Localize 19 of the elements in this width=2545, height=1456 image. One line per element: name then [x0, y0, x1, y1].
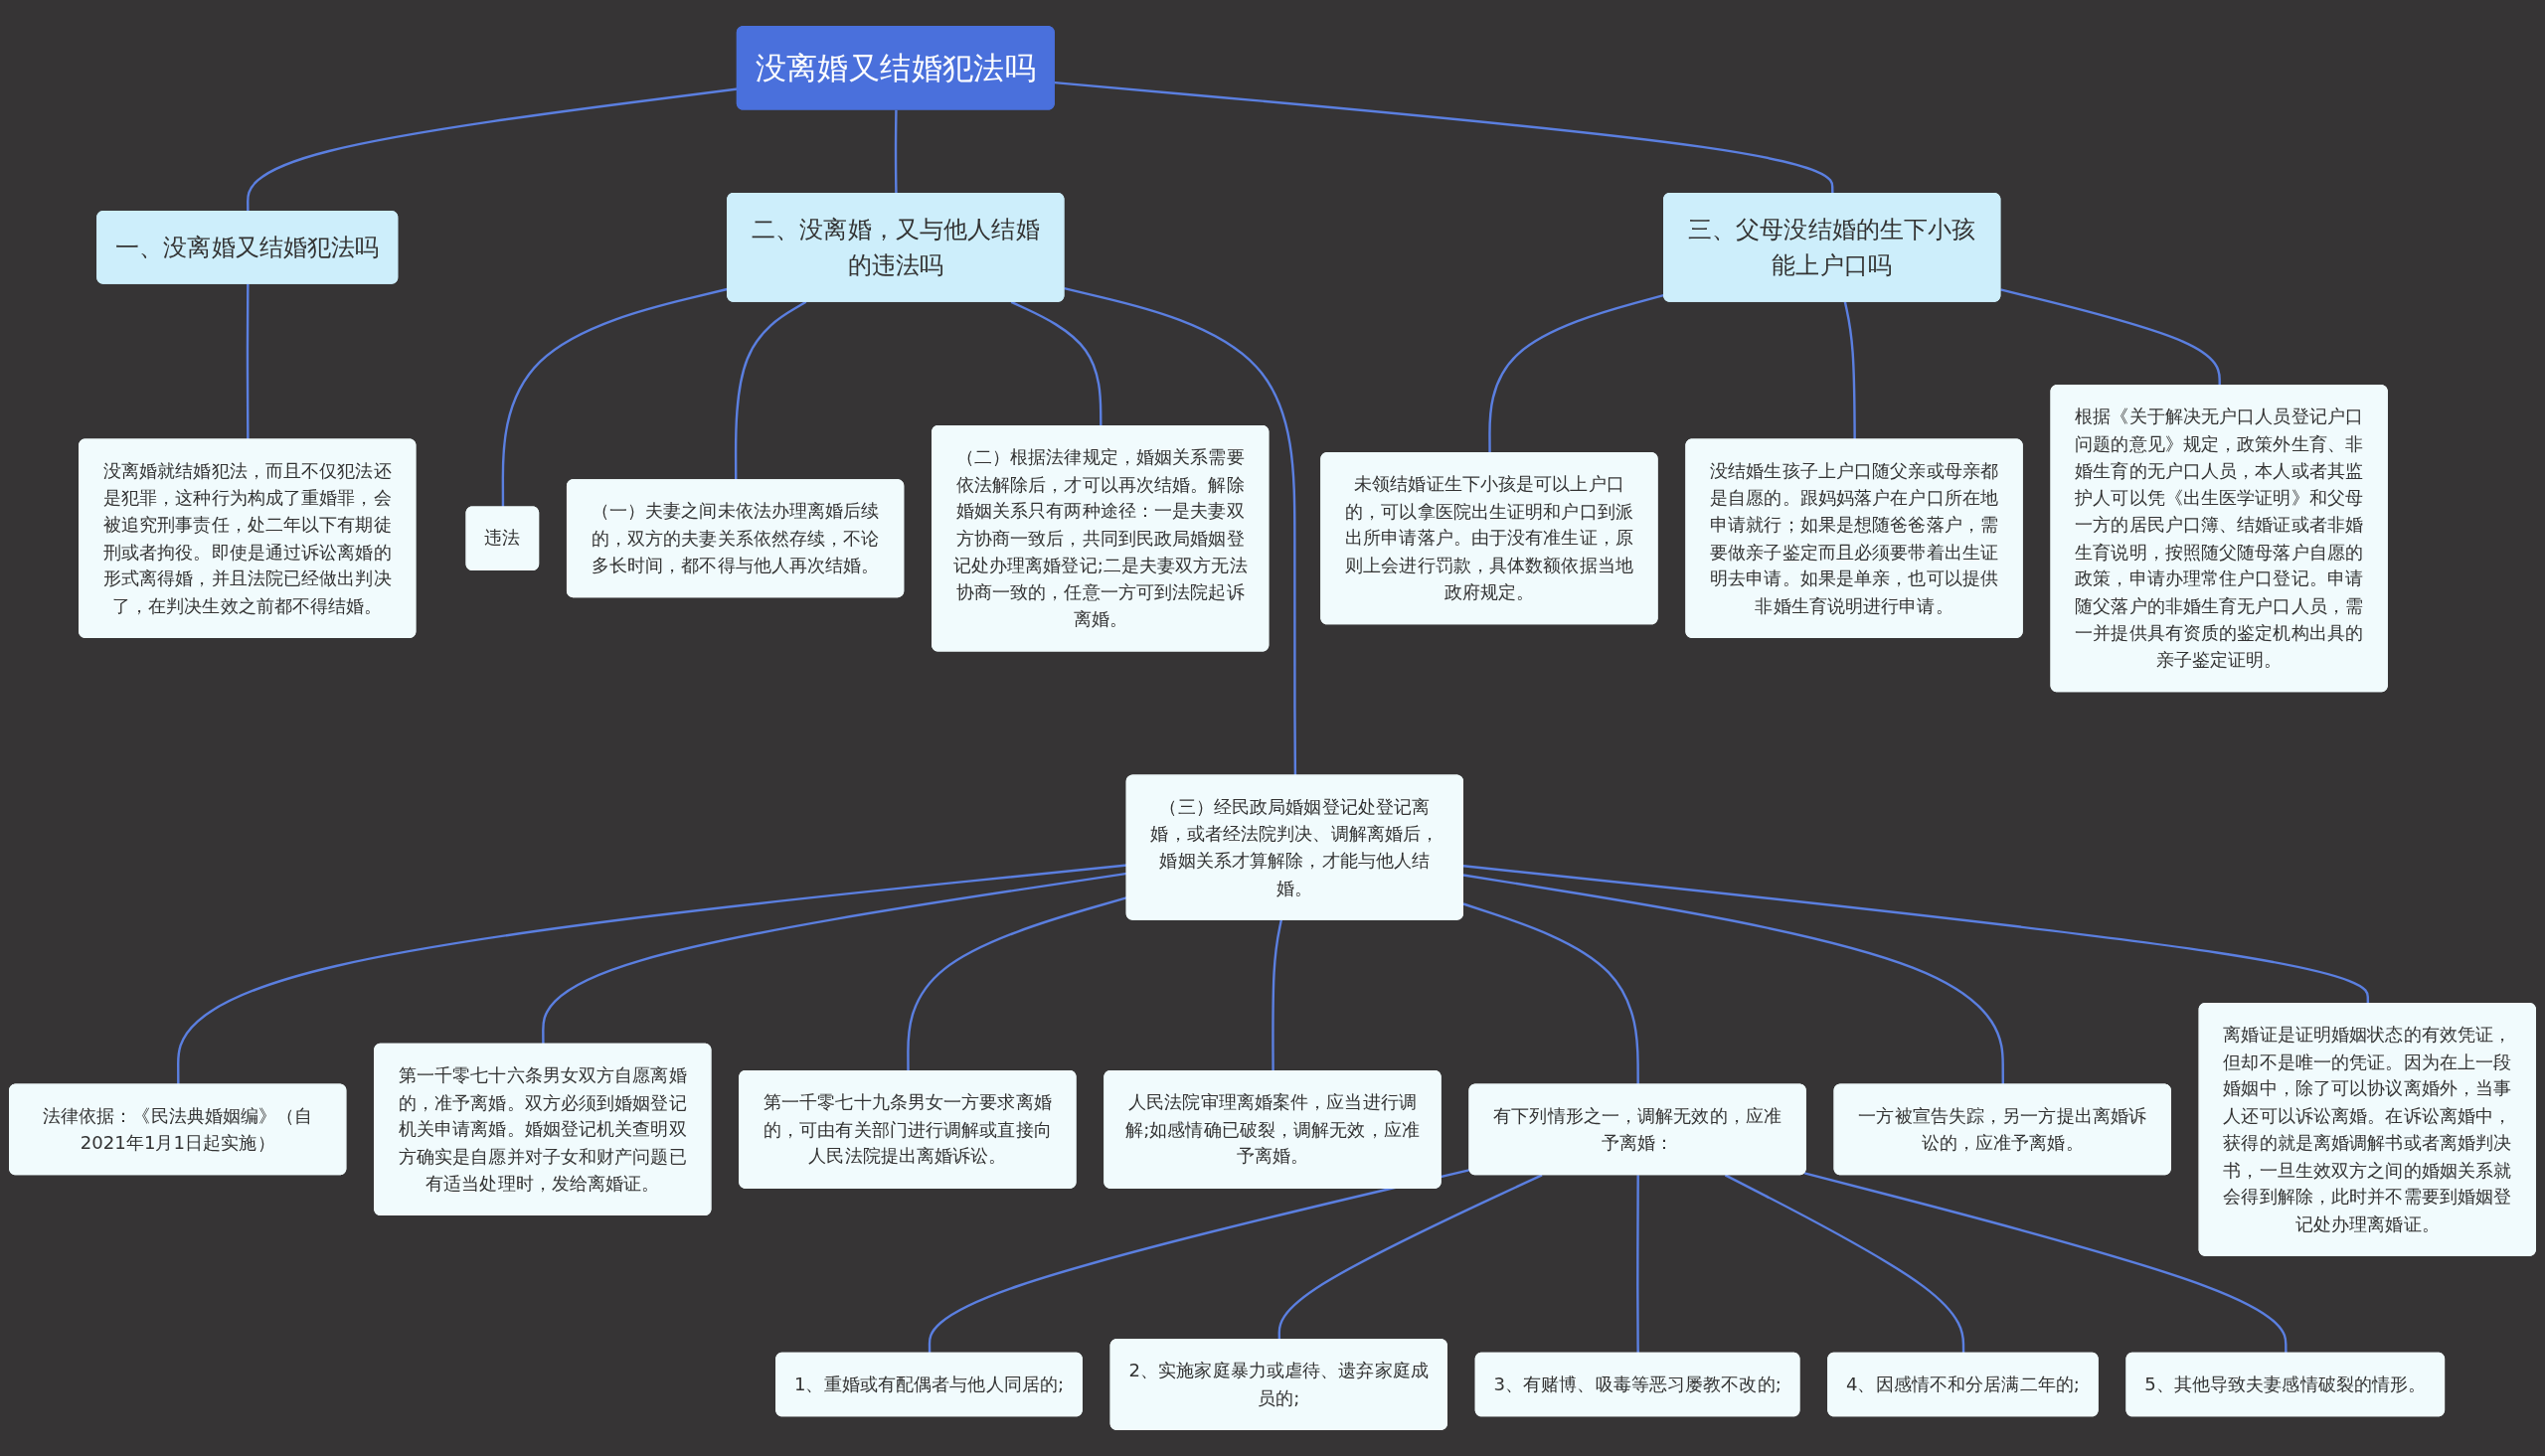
connector: [1462, 865, 2370, 1005]
connector: [1636, 1175, 1639, 1354]
connector: [246, 283, 250, 440]
connector: [1488, 293, 1665, 454]
connector: [1462, 874, 2004, 1085]
connector: [1462, 902, 1639, 1085]
connector: [1803, 1172, 2288, 1354]
connector: [894, 109, 898, 195]
connector: [2000, 288, 2221, 387]
connector: [177, 864, 1127, 1085]
connector: [734, 300, 807, 481]
connector: [1724, 1174, 1965, 1354]
connector: [1272, 919, 1282, 1072]
connector: [1843, 301, 1856, 440]
connector: [1277, 1174, 1543, 1341]
connector: [1010, 300, 1103, 427]
connector: [1064, 287, 1297, 776]
connector: [928, 1168, 1470, 1354]
connector: [1054, 81, 1834, 195]
